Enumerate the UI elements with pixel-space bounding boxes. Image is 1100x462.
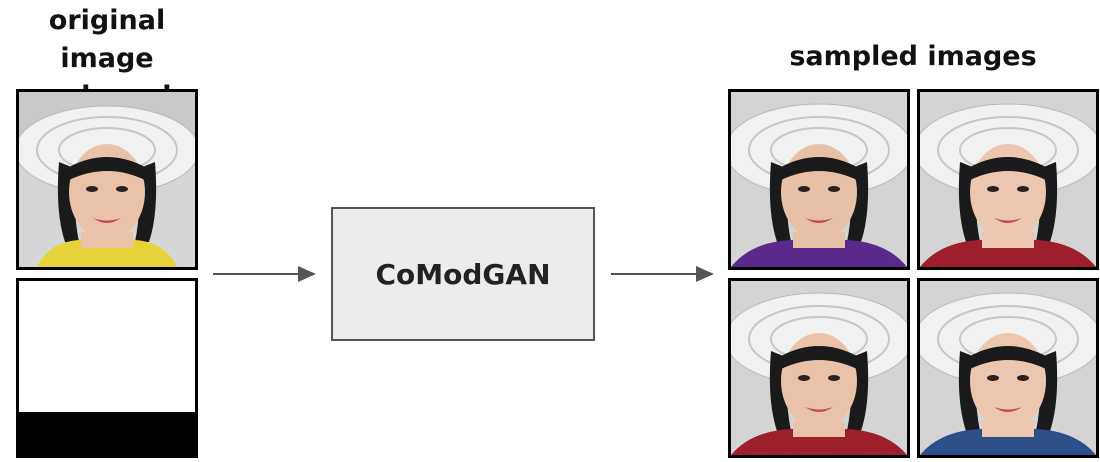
portrait-sample-3 <box>731 281 907 455</box>
sampled-image-1 <box>728 89 910 270</box>
mask-image <box>16 278 198 458</box>
portrait-sample-4 <box>920 281 1096 455</box>
portrait-original <box>19 92 195 267</box>
sampled-image-2 <box>917 89 1099 270</box>
arrow-model-to-output <box>611 266 714 282</box>
original-image <box>16 89 198 270</box>
output-heading: sampled images <box>789 41 1037 72</box>
masked-region <box>19 412 195 455</box>
model-label: CoModGAN <box>375 257 551 291</box>
arrow-input-to-model <box>213 266 316 282</box>
input-heading-line1: original image <box>48 5 166 74</box>
portrait-sample-2 <box>920 92 1096 267</box>
comodgan-box: CoModGAN <box>331 207 595 341</box>
sampled-image-4 <box>917 278 1099 458</box>
portrait-sample-1 <box>731 92 907 267</box>
sampled-image-3 <box>728 278 910 458</box>
